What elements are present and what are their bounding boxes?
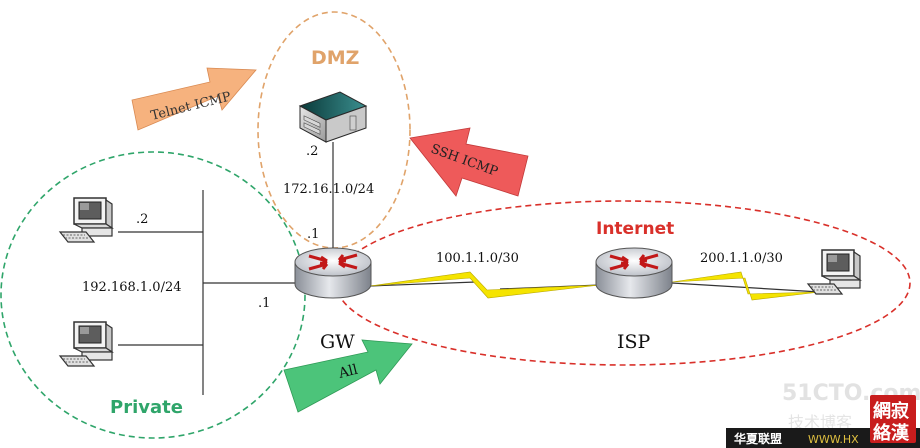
all-traffic-arrow: All: [283, 339, 413, 413]
gw-isp-serial-link: [369, 271, 601, 299]
red-seal-stamp: 網寂 絡漢: [870, 395, 916, 444]
internet-zone-label: Internet: [596, 219, 674, 239]
gw-isp-network-label: 100.1.1.0/30: [436, 251, 519, 266]
gw-dmz-address: .1: [307, 227, 319, 242]
pc-top-address: .2: [136, 212, 148, 227]
isp-host-serial-link: [671, 271, 821, 301]
dmz-server-address: .2: [306, 144, 318, 159]
dmz-subnet-label: 172.16.1.0/24: [283, 182, 374, 197]
all-label: All: [336, 362, 360, 383]
isp-router-icon: [594, 246, 674, 300]
private-zone-boundary: [0, 151, 306, 439]
watermark-footer: 华夏联盟: [734, 431, 782, 446]
telnet-icmp-arrow: Telnet ICMP: [131, 67, 257, 131]
gw-device-label: GW: [320, 331, 355, 353]
private-zone-label: Private: [110, 397, 183, 418]
ssh-icmp-arrow: SSH ICMP: [409, 127, 529, 197]
private-subnet-label: 192.168.1.0/24: [82, 280, 182, 295]
svg-text:網寂: 網寂: [873, 400, 909, 422]
pc-bottom-icon: [59, 321, 113, 367]
gw-private-address: .1: [258, 296, 270, 311]
pc-top-icon: [59, 197, 113, 243]
svg-text:絡漢: 絡漢: [873, 422, 910, 444]
dmz-zone-label: DMZ: [311, 47, 359, 69]
watermark-url: WWW.HX: [808, 433, 859, 446]
isp-host-network-label: 200.1.1.0/30: [700, 251, 783, 266]
gw-router-icon: [293, 246, 373, 300]
dmz-server-icon: [298, 91, 368, 143]
watermark-tagline: 技术博客: [788, 413, 852, 432]
isp-device-label: ISP: [617, 331, 651, 353]
internet-host-pc-icon: [807, 249, 861, 295]
